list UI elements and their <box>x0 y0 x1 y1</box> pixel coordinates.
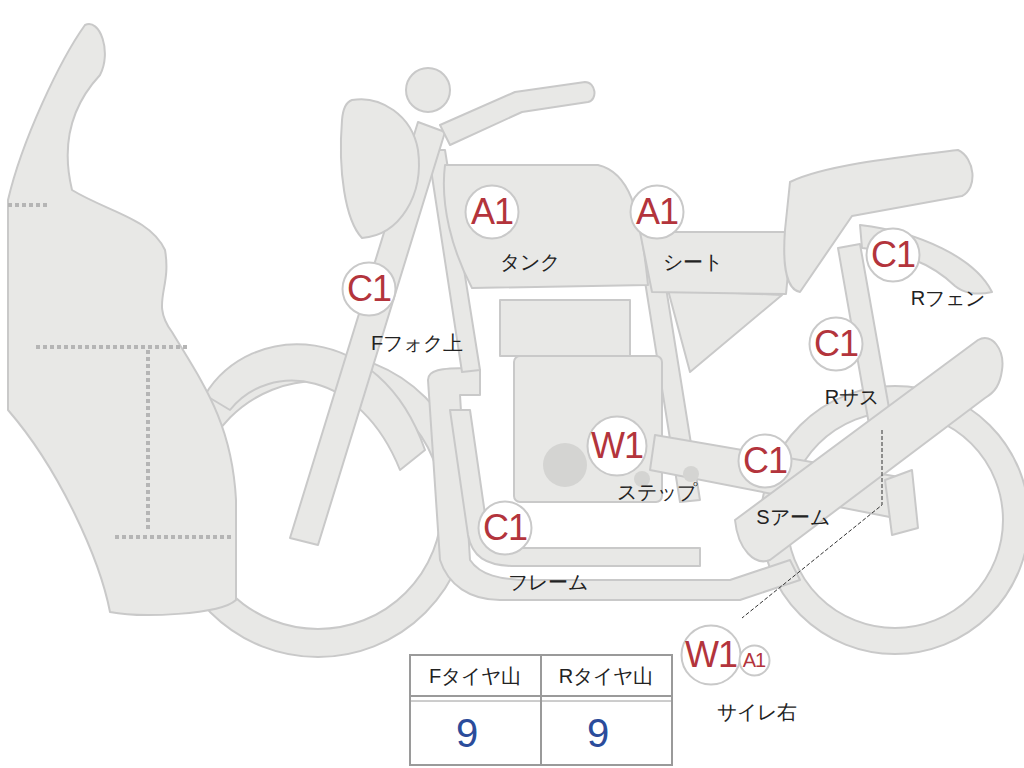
callout-circle: C1 <box>808 316 864 372</box>
table-header: Fタイヤ山 <box>429 665 521 687</box>
engine-cover <box>543 443 587 487</box>
side-cover <box>668 290 782 372</box>
meter <box>406 68 450 112</box>
tire-table <box>410 655 672 765</box>
callout-circle: W1 <box>586 415 648 477</box>
seam-line <box>36 345 190 349</box>
callout-code: C1 <box>814 326 858 362</box>
callout-code: A1 <box>471 194 513 230</box>
muffler <box>735 338 1002 561</box>
callout-code: C1 <box>483 510 527 546</box>
part-name: Sアーム <box>756 506 829 528</box>
callout-circle: C1 <box>341 261 397 317</box>
callout-circle: W1 <box>680 624 742 686</box>
table-divider <box>540 655 542 765</box>
front-fender <box>205 344 425 470</box>
part-name: ステップ <box>617 481 697 503</box>
part-name: フレーム <box>508 571 588 593</box>
circle-shape <box>631 186 684 239</box>
part-name: サイレ右 <box>717 701 797 723</box>
part-name: Rサス <box>825 386 879 408</box>
handlebar <box>440 82 594 145</box>
callout-code: W1 <box>591 428 643 464</box>
table-value: 9 <box>456 711 478 755</box>
part-name: シート <box>663 251 723 273</box>
callout-circle: C1 <box>865 227 921 283</box>
callout-circle: A1 <box>738 644 771 677</box>
bolt <box>683 466 699 482</box>
callout-code: C1 <box>871 237 915 273</box>
circle-shape <box>810 318 863 371</box>
callout-circle: A1 <box>629 184 685 240</box>
part-name: Rフェン <box>911 287 985 309</box>
callout-circle: A1 <box>464 184 520 240</box>
circle-shape <box>682 626 741 685</box>
seam-line <box>8 203 50 207</box>
table-value: 9 <box>587 711 609 755</box>
tail-cowl <box>784 150 972 292</box>
callout-code: C1 <box>743 443 787 479</box>
engine-block <box>514 356 662 502</box>
callout-circle: C1 <box>737 433 793 489</box>
headlight <box>341 99 419 238</box>
circle-shape <box>343 263 396 316</box>
rider-silhouette <box>8 24 236 615</box>
callout-code: W1 <box>685 637 737 673</box>
seam-line <box>115 535 234 539</box>
circle-shape <box>739 645 769 675</box>
part-name: Fフォク上 <box>371 332 463 354</box>
callout-code: A1 <box>636 194 678 230</box>
seam-line <box>146 350 150 532</box>
table-header: Rタイヤ山 <box>559 665 653 687</box>
table-border <box>410 655 672 765</box>
engine-head <box>500 300 630 356</box>
circle-shape <box>739 435 792 488</box>
fuel-tank <box>444 165 648 288</box>
leader-line <box>742 430 882 618</box>
callout-circle: C1 <box>477 500 533 556</box>
circle-shape <box>588 417 647 476</box>
rear-fender <box>860 225 992 294</box>
circle-shape <box>466 186 519 239</box>
callout-code: A1 <box>743 650 765 670</box>
circle-shape <box>867 229 920 282</box>
callout-code: C1 <box>347 271 391 307</box>
part-name: タンク <box>500 251 560 273</box>
muffler-bracket <box>885 470 918 535</box>
circle-shape <box>479 502 532 555</box>
seat <box>640 232 792 294</box>
